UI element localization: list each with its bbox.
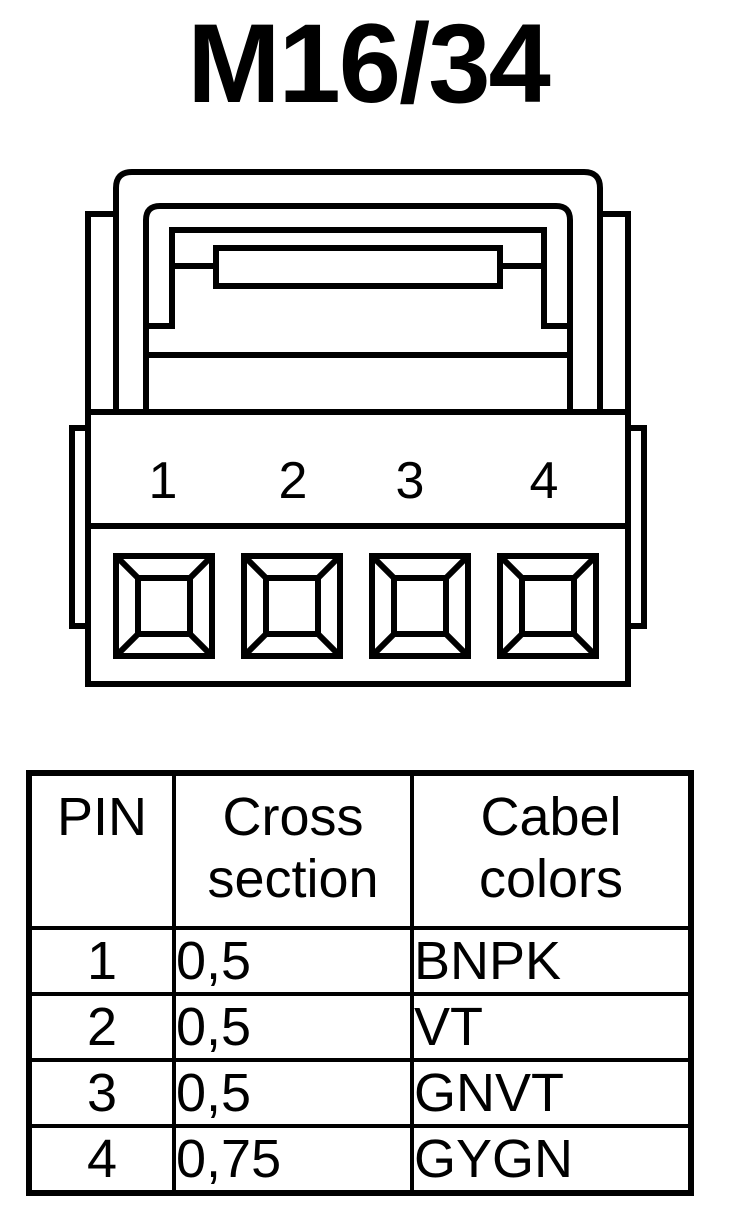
cell-pin: 4 bbox=[27, 1124, 176, 1195]
cell-pin: 2 bbox=[27, 992, 176, 1062]
table-header-row: PIN Cross section Cabel colors bbox=[27, 771, 693, 930]
terminal-socket-4 bbox=[497, 553, 599, 659]
cell-cross-section: 0,5 bbox=[172, 1058, 414, 1128]
table-row: 3 0,5 GNVT bbox=[27, 1058, 693, 1128]
cell-cross-section: 0,5 bbox=[172, 992, 414, 1062]
cell-cable-color: GYGN bbox=[410, 1124, 693, 1195]
connector-diagram: 1 2 3 4 bbox=[69, 169, 647, 687]
terminal-socket-3 bbox=[369, 553, 471, 659]
latch-step bbox=[146, 227, 570, 329]
pin-label-4: 4 bbox=[530, 452, 559, 510]
cell-pin: 1 bbox=[27, 926, 176, 996]
page-title: M16/34 bbox=[187, 1, 551, 126]
latch-slot bbox=[213, 245, 503, 289]
table-row: 2 0,5 VT bbox=[27, 992, 693, 1062]
side-guide-left bbox=[85, 211, 119, 415]
cell-cable-color: VT bbox=[410, 992, 693, 1062]
pin-assignment-table: PIN Cross section Cabel colors 1 0,5 BNP… bbox=[26, 770, 694, 1196]
cell-cable-color: BNPK bbox=[410, 926, 693, 996]
terminal-socket-1 bbox=[113, 553, 215, 659]
cell-pin: 3 bbox=[27, 1058, 176, 1128]
table-row: 4 0,75 GYGN bbox=[27, 1124, 693, 1195]
cell-cable-color: GNVT bbox=[410, 1058, 693, 1128]
terminal-socket-2 bbox=[241, 553, 343, 659]
latch-inner bbox=[143, 203, 573, 412]
pin-label-1: 1 bbox=[149, 452, 178, 510]
table-row: 1 0,5 BNPK bbox=[27, 926, 693, 996]
header-cable-colors: Cabel colors bbox=[410, 771, 693, 930]
latch-outer bbox=[113, 169, 603, 412]
pin-label-3: 3 bbox=[396, 452, 425, 510]
header-pin: PIN bbox=[27, 771, 176, 930]
side-rib-left bbox=[69, 425, 91, 629]
side-guide-right bbox=[597, 211, 631, 415]
cell-cross-section: 0,75 bbox=[172, 1124, 414, 1195]
header-cross-section: Cross section bbox=[172, 771, 414, 930]
side-rib-right bbox=[625, 425, 647, 629]
pin-label-2: 2 bbox=[279, 452, 308, 510]
cell-cross-section: 0,5 bbox=[172, 926, 414, 996]
